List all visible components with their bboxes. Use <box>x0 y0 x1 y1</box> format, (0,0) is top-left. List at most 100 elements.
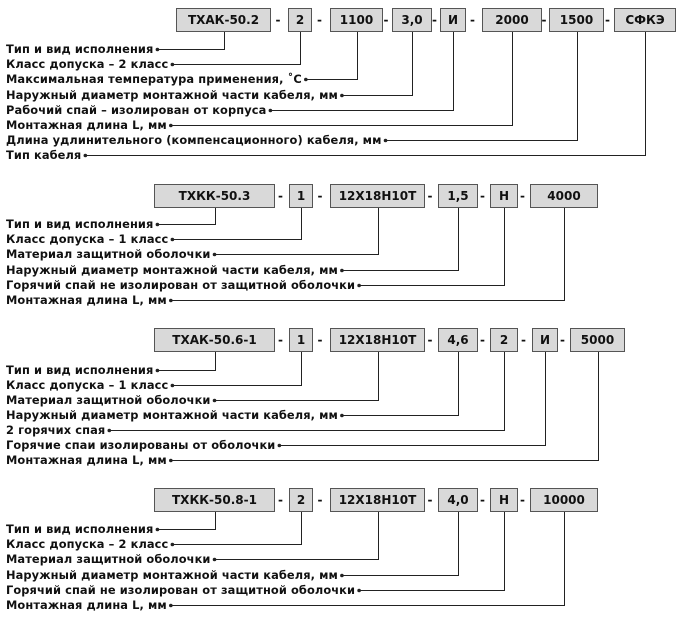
leader-line <box>341 32 413 96</box>
code-segment: СФКЭ <box>614 8 676 32</box>
field-description: Класс допуска – 2 класс <box>6 57 169 72</box>
field-description: Тип кабеля <box>6 148 82 163</box>
leader-dot <box>340 93 344 98</box>
code-segment: 12Х18Н10Т <box>330 184 425 208</box>
leader-line <box>341 208 459 271</box>
code-separator: - <box>520 189 525 203</box>
leader-dot <box>170 62 175 67</box>
leader-dot <box>340 268 344 273</box>
leader-line <box>341 512 459 576</box>
field-description: Наружный диаметр монтажной части кабеля,… <box>6 408 338 422</box>
leader-dot <box>169 123 173 128</box>
code-segment: 1,5 <box>438 184 478 208</box>
code-segment: 12Х18Н10Т <box>330 488 425 512</box>
leader-line <box>172 32 301 65</box>
leader-line <box>214 352 379 401</box>
field-description: Горячие спаи изолированы от оболочки <box>6 438 276 452</box>
leader-line <box>305 32 358 80</box>
field-description: Материал защитной оболочки <box>6 393 211 407</box>
code-separator: - <box>317 333 323 347</box>
leader-dot <box>304 77 308 82</box>
code-segment: И <box>532 328 558 352</box>
leader-dot <box>155 47 160 52</box>
leader-dot <box>268 108 273 113</box>
field-description: Монтажная длина L, мм <box>6 293 167 307</box>
code-separator: - <box>278 189 283 203</box>
leader-dot <box>170 542 175 547</box>
field-description: Максимальная температура применения, ˚С <box>6 72 302 87</box>
leader-dot <box>155 222 160 227</box>
field-description: Наружный диаметр монтажной части кабеля,… <box>6 87 338 102</box>
leader-line <box>157 32 225 50</box>
leader-line <box>85 32 646 156</box>
code-segment: 1500 <box>549 8 604 32</box>
leader-dot <box>357 283 361 288</box>
code-separator: - <box>427 493 433 507</box>
leader-dot <box>212 252 217 257</box>
leader-dot <box>170 383 175 388</box>
leader-line <box>170 512 565 606</box>
field-description: Класс допуска – 2 класс <box>6 537 169 552</box>
field-description: Наружный диаметр монтажной части кабеля,… <box>6 262 338 277</box>
code-segment: И <box>440 8 466 32</box>
code-segment: 1 <box>289 184 313 208</box>
leader-line <box>172 512 302 545</box>
leader-dot <box>212 398 217 403</box>
leader-dot <box>340 573 344 578</box>
leader-line <box>157 352 216 371</box>
field-description: Наружный диаметр монтажной части кабеля,… <box>6 567 338 582</box>
field-description: Монтажная длина L, мм <box>6 598 167 612</box>
leader-line <box>359 512 505 591</box>
code-segment: 4,0 <box>438 488 478 512</box>
code-separator: - <box>317 189 323 203</box>
code-separator: - <box>317 493 323 507</box>
code-separator: - <box>541 13 547 27</box>
code-separator: - <box>427 189 433 203</box>
code-separator: - <box>432 13 437 27</box>
code-separator: - <box>275 13 281 27</box>
leader-dot <box>155 527 160 532</box>
leader-line <box>109 352 505 431</box>
field-description: Рабочий спай – изолирован от корпуса <box>6 102 267 117</box>
leader-line <box>170 208 565 301</box>
leader-line <box>359 208 505 286</box>
code-separator: - <box>605 13 610 27</box>
leader-dot <box>169 603 173 608</box>
leader-line <box>157 208 216 225</box>
code-segment: ТХКК-50.8-1 <box>154 488 275 512</box>
leader-dot <box>340 413 344 418</box>
field-description: Горячий спай не изолирован от защитной о… <box>6 582 356 597</box>
leader-line <box>270 32 454 111</box>
code-separator: - <box>520 493 525 507</box>
leader-line <box>214 512 379 560</box>
field-description: Тип и вид исполнения <box>6 363 154 377</box>
code-separator: - <box>480 493 485 507</box>
field-description: Горячий спай не изолирован от защитной о… <box>6 277 356 292</box>
code-segment: 1100 <box>330 8 383 32</box>
code-segment: 1 <box>289 328 313 352</box>
code-separator: - <box>521 333 526 347</box>
code-separator: - <box>480 189 485 203</box>
leader-dot <box>357 588 361 593</box>
field-description: Длина удлинительного (компенсационного) … <box>6 133 382 148</box>
field-description: Тип и вид исполнения <box>6 217 154 231</box>
leader-dot <box>169 458 173 463</box>
leader-dot <box>83 153 88 158</box>
leader-line <box>214 208 379 255</box>
field-description: Материал защитной оболочки <box>6 552 211 567</box>
code-segment: ТХАК-50.2 <box>176 8 271 32</box>
leader-line <box>157 512 216 530</box>
code-separator: - <box>470 13 475 27</box>
leader-line <box>279 352 546 446</box>
code-separator: - <box>383 13 389 27</box>
field-description: Тип и вид исполнения <box>6 522 154 536</box>
code-segment: 4,6 <box>438 328 478 352</box>
code-segment: 12Х18Н10Т <box>330 328 425 352</box>
code-separator: - <box>278 493 283 507</box>
code-separator: - <box>480 333 485 347</box>
code-segment: Н <box>490 488 518 512</box>
code-segment: 2 <box>289 488 313 512</box>
field-description: Монтажная длина L, мм <box>6 453 167 467</box>
code-segment: 10000 <box>530 488 598 512</box>
